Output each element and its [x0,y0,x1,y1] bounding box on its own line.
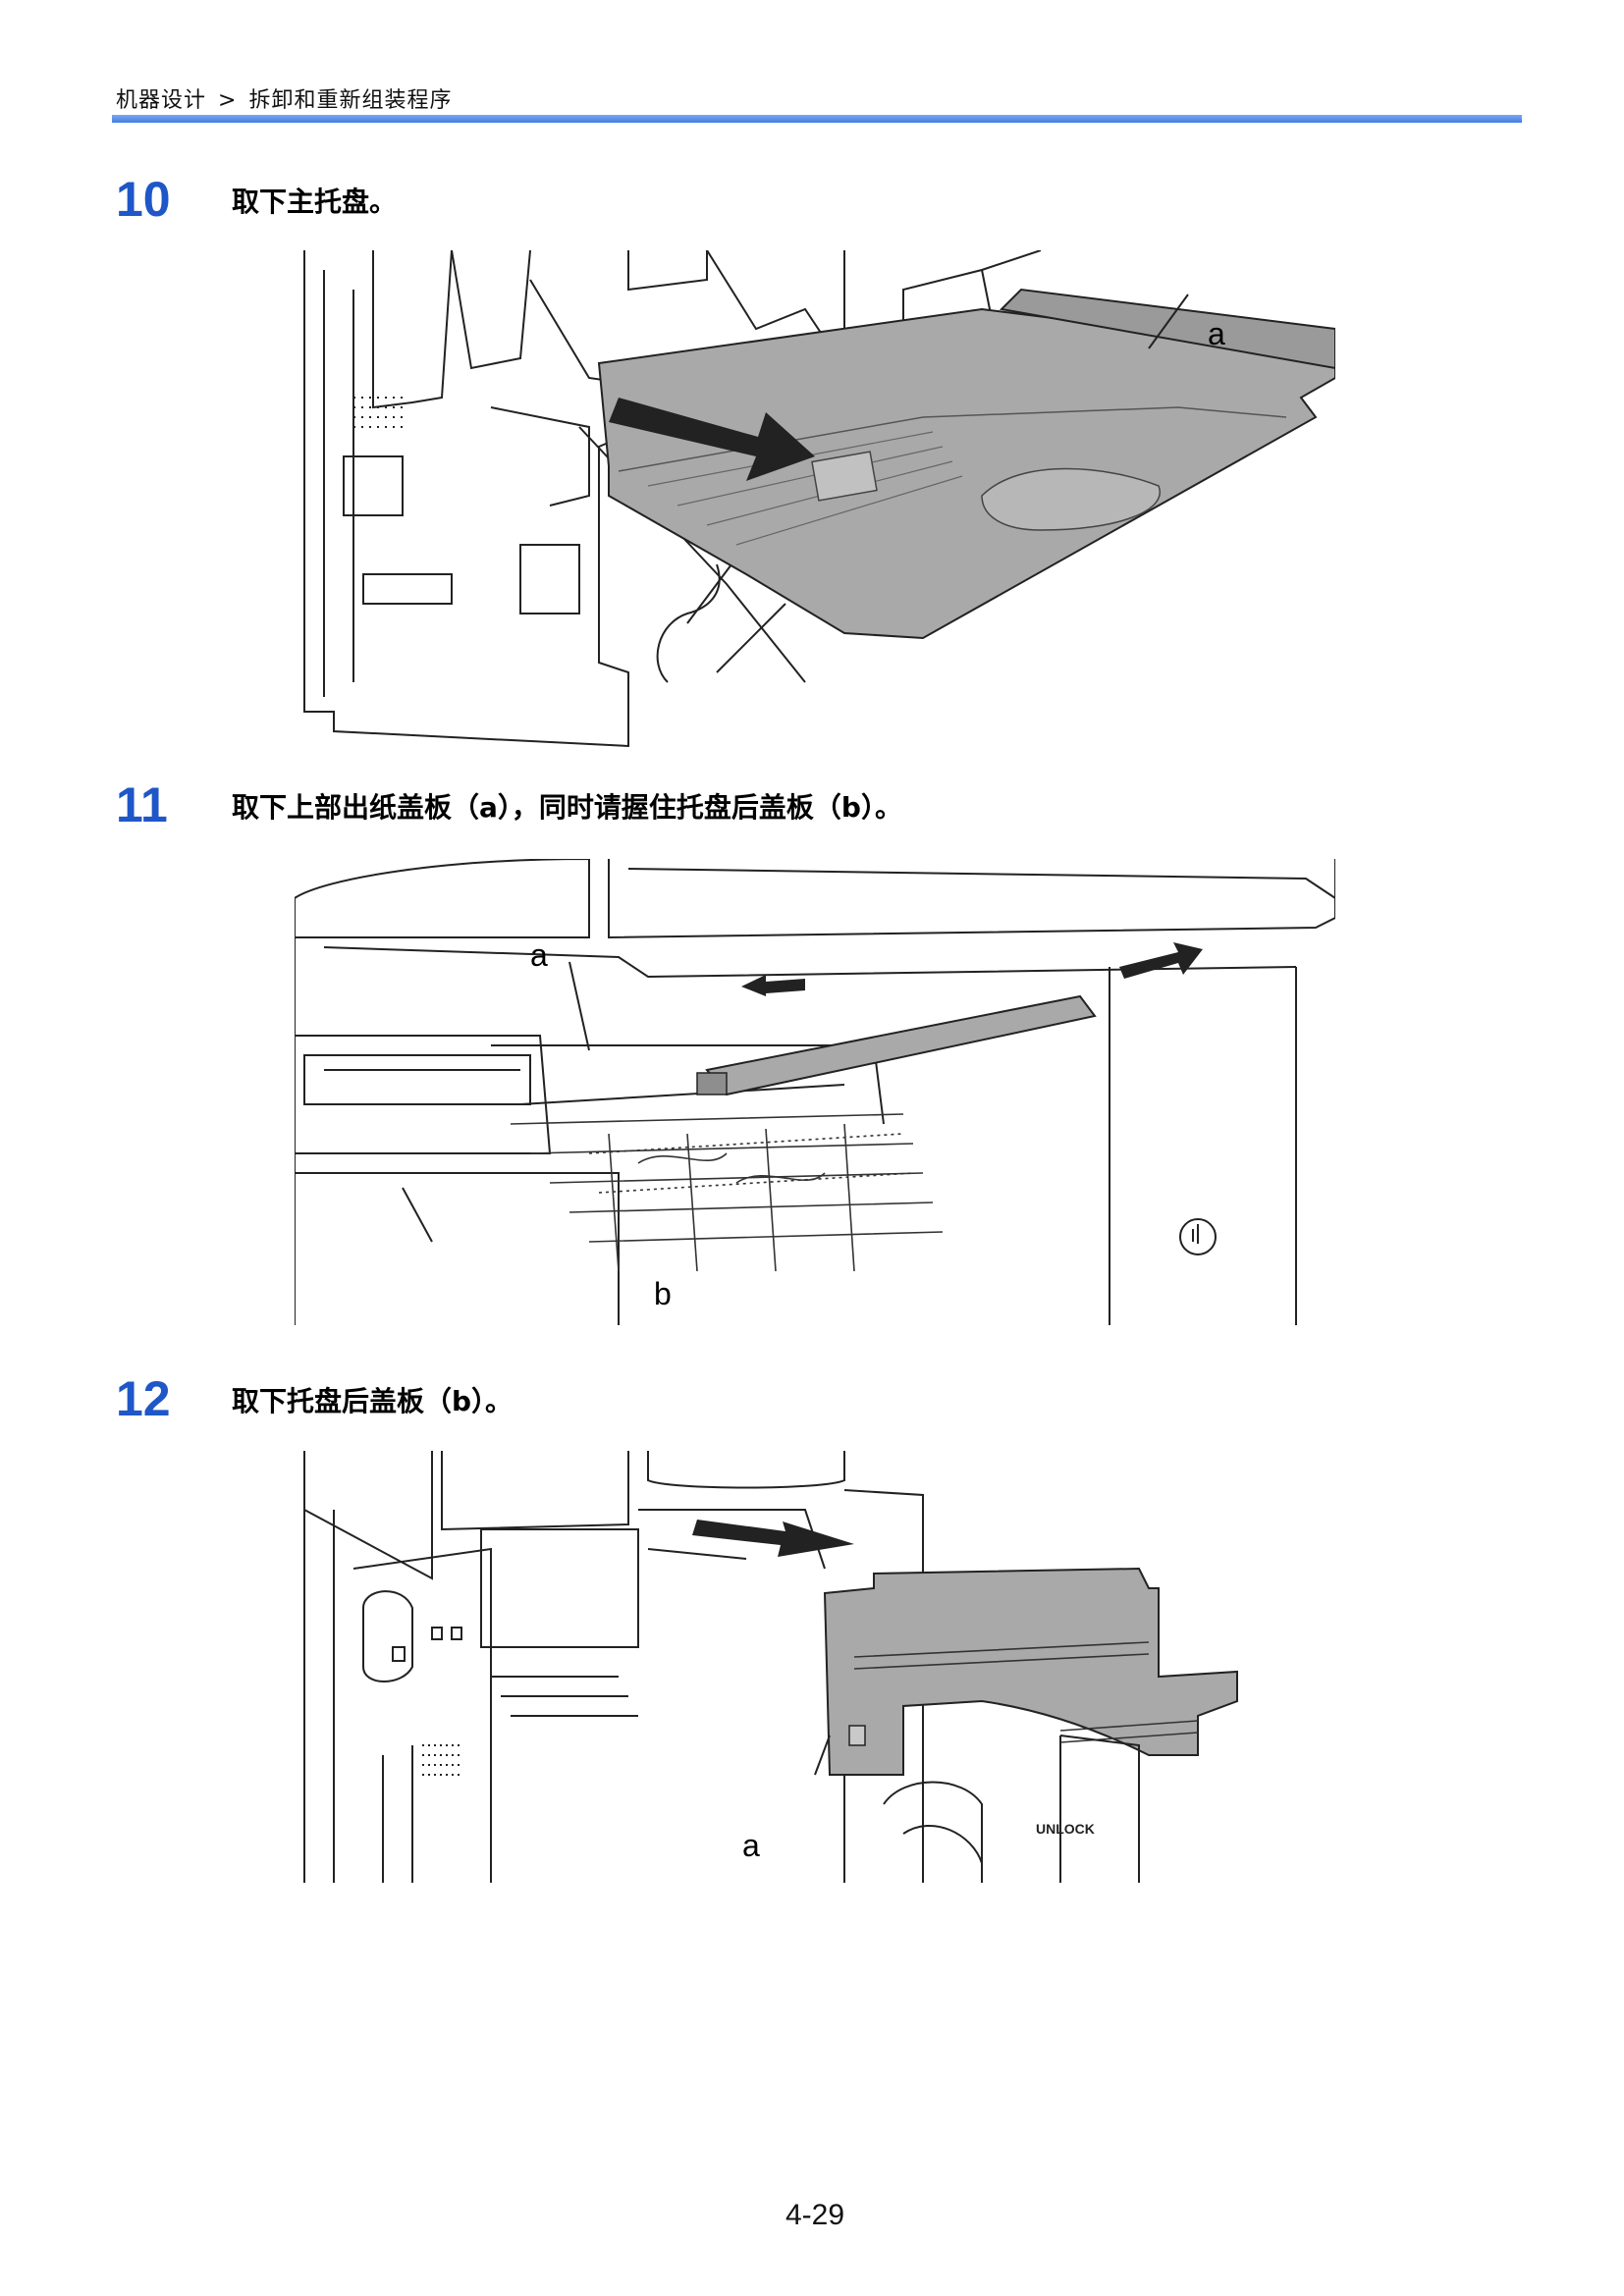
removal-arrow [692,1520,854,1557]
breadcrumb: 机器设计 > 拆卸和重新组装程序 [116,82,452,114]
step-instruction: 取下托盘后盖板（b）。 [232,1385,514,1417]
step-instruction: 取下上部出纸盖板（a），同时请握住托盘后盖板（b）。 [232,791,902,824]
figure-remove-tray-rear-cover: UNLOCK [295,1451,1384,1883]
breadcrumb-section: 机器设计 [116,88,207,113]
removal-arrow [609,398,815,481]
callout-label-b: b [654,1276,672,1311]
pull-arrow [1119,942,1203,979]
breadcrumb-page: 拆卸和重新组装程序 [248,88,453,113]
step-number: 12 [116,1371,171,1426]
figure-remove-exit-cover [295,859,1335,1325]
header-rule [112,115,1522,123]
step-instruction: 取下主托盘。 [232,186,398,218]
callout-label-a: a [530,937,548,973]
breadcrumb-separator: > [218,88,238,113]
main-tray-illustration [303,250,1335,748]
tray-rear-cover-illustration: UNLOCK [303,1451,1238,1883]
page-number: 4-29 [785,2199,845,2231]
main-tray-part [597,307,1335,640]
callout-label-a: a [742,1828,760,1863]
step-number: 11 [116,777,168,832]
tray-rear-cover-part [823,1567,1238,1776]
step-number: 10 [116,172,171,227]
unlock-label: UNLOCK [1036,1821,1095,1837]
exit-cover-illustration [295,859,1335,1325]
callout-label-a: a [1208,316,1225,351]
figure-remove-main-tray [295,250,1335,751]
